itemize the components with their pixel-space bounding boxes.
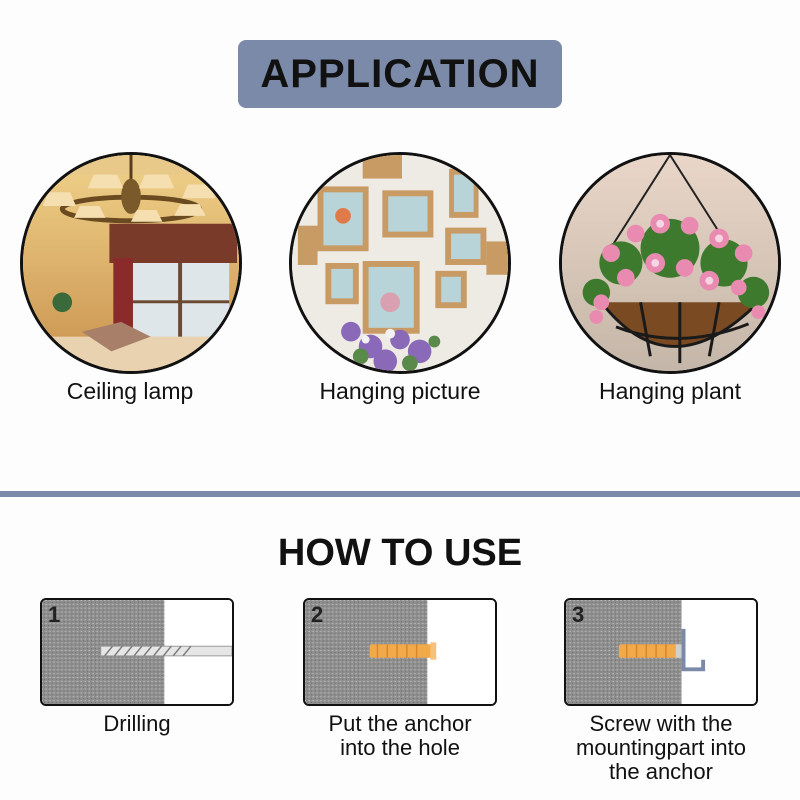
ceiling-lamp-label: Ceiling lamp [66, 378, 194, 404]
step-number: 3 [572, 602, 585, 627]
section-divider [0, 491, 800, 497]
step-drilling-label: Drilling [103, 711, 171, 736]
hanging-plant-label: Hanging plant [599, 378, 741, 404]
hanging-plant-image [559, 152, 781, 374]
how-to-use-title: HOW TO USE [277, 532, 523, 574]
ceiling-lamp-image [20, 152, 242, 374]
application-title: APPLICATION [238, 40, 562, 108]
step-drilling-illustration: 1 [40, 598, 234, 706]
step-number: 1 [48, 602, 61, 627]
step-anchor-label: Put the anchor into the hole [328, 711, 472, 760]
step-anchor-illustration: 2 [303, 598, 497, 706]
hanging-picture-image [289, 152, 511, 374]
step-number: 2 [311, 602, 324, 627]
step-screw-label: Screw with the mountingpart into the anc… [576, 711, 746, 784]
hanging-picture-label: Hanging picture [319, 378, 481, 404]
step-screw-illustration: 3 [564, 598, 758, 706]
